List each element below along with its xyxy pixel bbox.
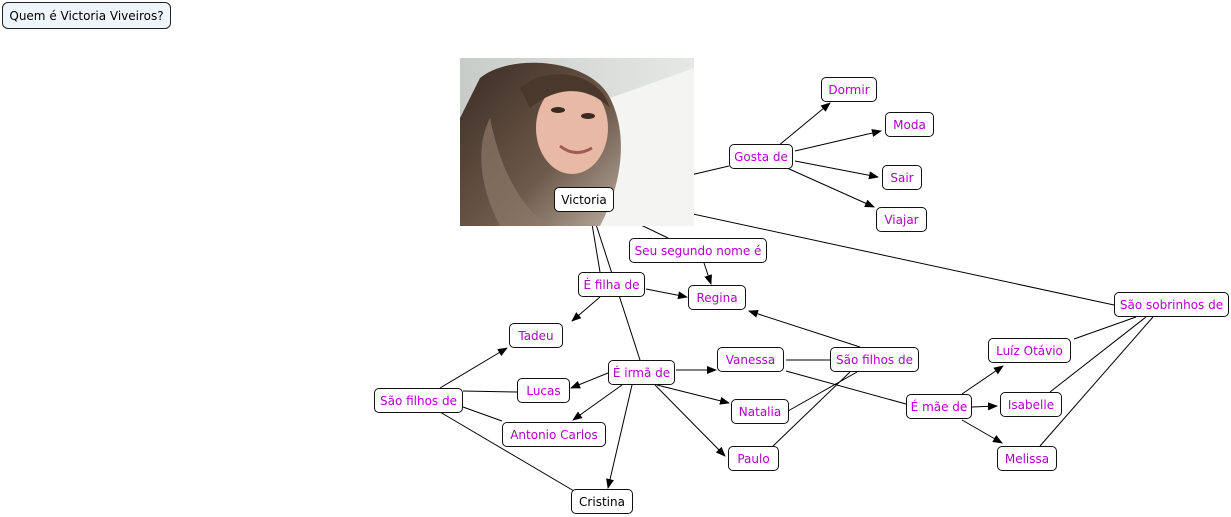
node-tadeu[interactable]: Tadeu <box>509 323 563 348</box>
node-paulo[interactable]: Paulo <box>728 446 779 471</box>
connector-line <box>439 411 575 492</box>
connector-line <box>777 102 831 147</box>
node-irma-de[interactable]: É irmã de <box>608 360 675 385</box>
connector-line <box>787 371 858 412</box>
connector-line <box>794 129 882 152</box>
connector-line <box>1073 316 1137 340</box>
node-sao-filhos-left[interactable]: São filhos de <box>374 388 463 413</box>
connector-line <box>645 288 688 300</box>
connector-line <box>1039 316 1154 447</box>
node-isabelle[interactable]: Isabelle <box>1000 392 1062 417</box>
node-segundo-nome[interactable]: Seu segundo nome é <box>629 238 767 263</box>
node-moda[interactable]: Moda <box>885 112 934 137</box>
node-vanessa[interactable]: Vanessa <box>717 347 784 372</box>
node-dormir[interactable]: Dormir <box>821 77 877 102</box>
node-natalia[interactable]: Natalia <box>731 399 789 424</box>
connector-line <box>572 384 623 421</box>
connector-line <box>794 160 879 180</box>
node-mae-de[interactable]: É mãe de <box>906 394 972 419</box>
node-gosta-de[interactable]: Gosta de <box>729 144 793 169</box>
connector-line <box>570 372 609 389</box>
node-melissa[interactable]: Melissa <box>997 446 1057 471</box>
connector-line <box>618 195 1115 306</box>
connector-line <box>961 419 1003 444</box>
node-luiz[interactable]: Luíz Otávio <box>988 338 1071 363</box>
connector-line <box>703 262 712 285</box>
node-victoria[interactable]: Victoria <box>554 187 614 212</box>
map-title: Quem é Victoria Viveiros? <box>2 2 171 29</box>
connector-line <box>654 384 726 457</box>
connector-line <box>606 384 633 489</box>
connector-line <box>748 309 861 348</box>
node-sobrinhos[interactable]: São sobrinhos de <box>1114 292 1229 317</box>
node-cristina[interactable]: Cristina <box>571 489 633 514</box>
connector-line <box>971 402 998 411</box>
connector-line <box>571 296 601 322</box>
node-regina[interactable]: Regina <box>688 285 746 310</box>
connector-line <box>462 406 503 422</box>
connector-line <box>1049 316 1147 393</box>
node-sao-filhos-right[interactable]: São filhos de <box>830 347 919 372</box>
connector-line <box>439 347 508 389</box>
connector-line <box>786 167 875 208</box>
node-sair[interactable]: Sair <box>882 165 922 190</box>
connector-line <box>961 365 1004 395</box>
connector-line <box>462 390 518 393</box>
node-antonio[interactable]: Antonio Carlos <box>502 422 606 447</box>
node-lucas[interactable]: Lucas <box>517 378 570 403</box>
connector-line <box>785 370 907 405</box>
node-viajar[interactable]: Viajar <box>876 207 927 232</box>
node-filha-de[interactable]: É filha de <box>578 272 645 297</box>
connector-line <box>656 384 730 405</box>
